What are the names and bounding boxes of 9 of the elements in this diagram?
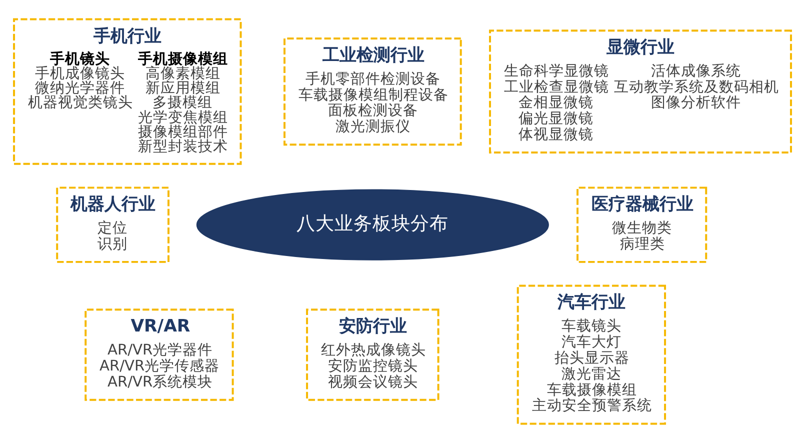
node-box: 工业检测行业 手机零部件检测设备 车载摄像模组制程设备 面板检测设备 激光测振仪 <box>284 38 462 146</box>
node-box: 医疗器械行业 微生物类 病理类 <box>576 186 708 263</box>
node-box: 手机行业 手机镜头 手机成像镜头 微纳光学器件 机器视觉类镜头 手机摄像模组 高像素模组 新应用模组 多摄模组 光学变焦模组 摄像模组部件 新型封装技术 <box>13 18 242 165</box>
node-ellipse: 八大业务板块分布 <box>196 189 549 260</box>
node-box: 安防行业 红外热成像镜头 安防监控镜头 视频会议镜头 <box>306 308 440 401</box>
node-box: VR/AR AR/VR光学器件 AR/VR光学传感器 AR/VR系统模块 <box>84 308 234 401</box>
node-box: 显微行业 生命科学显微镜 工业检查显微镜 金相显微镜 偏光显微镜 体视显微镜 活体成像系统 互动教学系统及数码相机 图像分析软件 <box>489 30 792 154</box>
node-box: 汽车行业 车载镜头 汽车大灯 抬头显示器 激光雷达 车载摄像模组 主动安全预警系统 <box>516 284 666 425</box>
node-box: 机器人行业 定位 识别 <box>56 186 170 263</box>
